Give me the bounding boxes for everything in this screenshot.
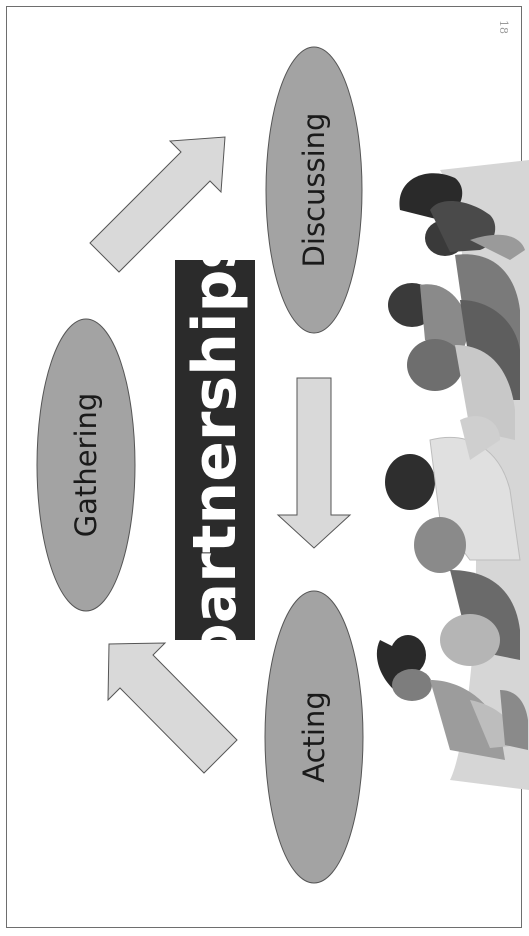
- title-block: partnerships: [175, 234, 255, 666]
- node-gathering-label: Gathering: [69, 393, 103, 538]
- node-acting: Acting: [264, 590, 364, 884]
- node-acting-label: Acting: [297, 691, 331, 783]
- arrow-acting-to-gathering: [107, 642, 238, 774]
- node-gathering: Gathering: [36, 318, 136, 612]
- title-text: partnerships: [180, 234, 250, 666]
- node-discussing: Discussing: [265, 46, 363, 334]
- node-discussing-label: Discussing: [297, 113, 331, 268]
- people-illustration: [376, 160, 529, 790]
- arrow-discussing-to-acting: [276, 377, 352, 549]
- arrow-gathering-to-discussing: [89, 136, 226, 273]
